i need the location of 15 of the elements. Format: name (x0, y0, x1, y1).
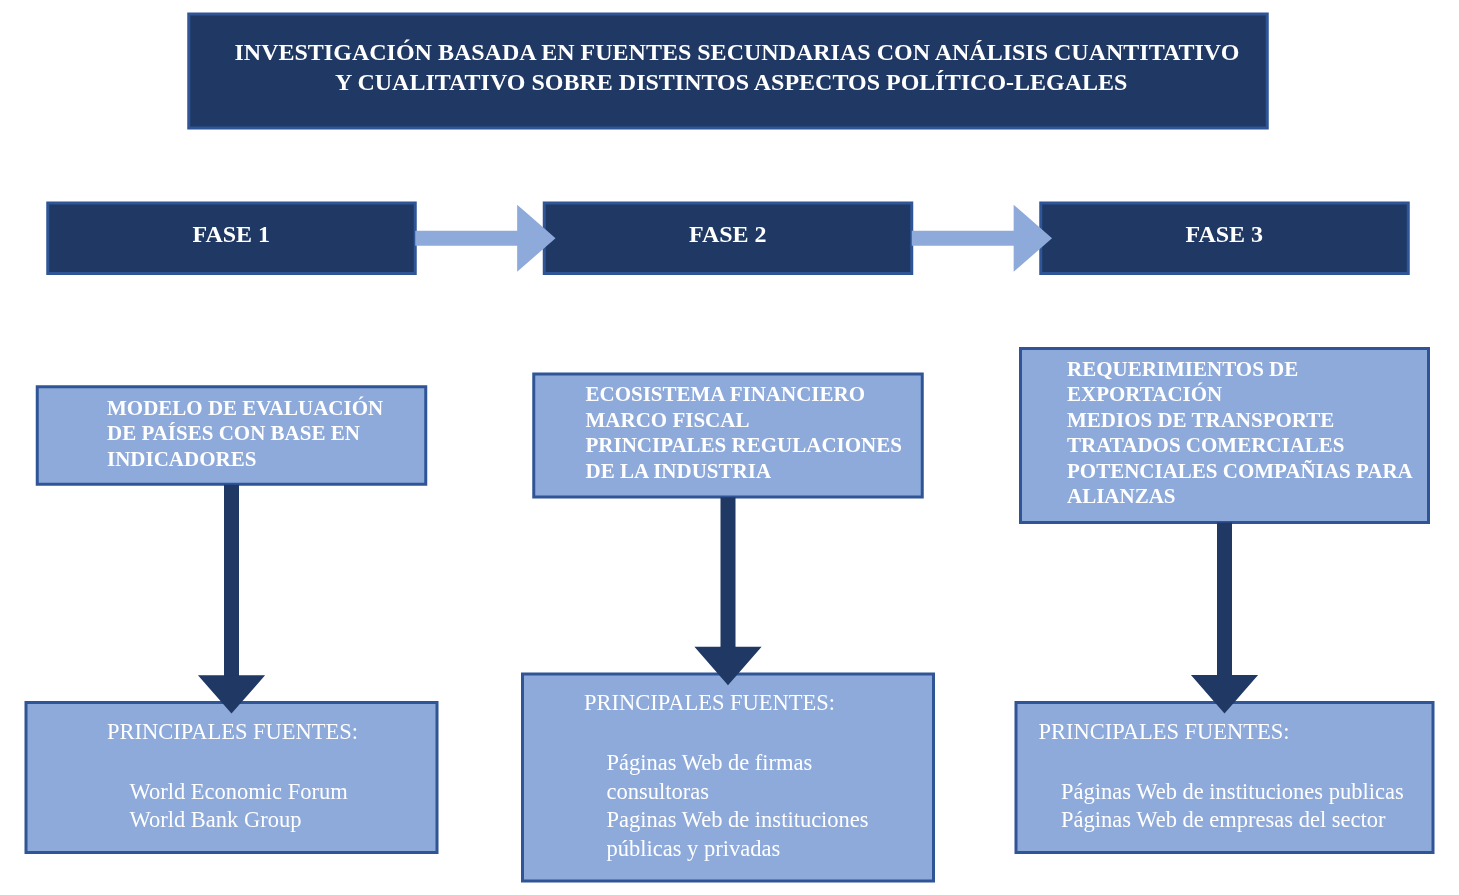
node-box: MODELO DE EVALUACIÓN DE PAÍSES CON BASE EN INDICADORES (35, 385, 428, 486)
node-box: REQUERIMIENTOS DE EXPORTACIÓN MEDIOS DE TRANSPORTE TRATADOS COMERCIALES POTENCIALES COMPAÑIAS PARA ALIANZAS (1019, 347, 1430, 524)
node-box: INVESTIGACIÓN BASADA EN FUENTES SECUNDARIAS CON ANÁLISIS CUANTITATIVO Y CUALITATIVO SOBRE DISTINTOS ASPECTOS POLÍTICO-LEGALES (187, 12, 1269, 130)
node-box: PRINCIPALES FUENTES: Páginas Web de instituciones publicas Páginas Web de empresas del sector (1014, 701, 1435, 854)
arrow (911, 204, 1053, 272)
node-box: FASE 2 (542, 201, 914, 275)
arrow (415, 204, 556, 272)
arrow (694, 497, 762, 686)
node-box: FASE 3 (1039, 201, 1410, 275)
arrow (197, 484, 266, 714)
node-box: FASE 1 (46, 201, 417, 275)
node-box: PRINCIPALES FUENTES: World Economic Forum World Bank Group (24, 701, 439, 854)
node-box: PRINCIPALES FUENTES: Páginas Web de firmas consultoras Paginas Web de instituciones públicas y privadas (521, 672, 935, 883)
arrow (1190, 522, 1259, 714)
node-box: ECOSISTEMA FINANCIERO MARCO FISCAL PRINCIPALES REGULACIONES DE LA INDUSTRIA (532, 372, 924, 499)
